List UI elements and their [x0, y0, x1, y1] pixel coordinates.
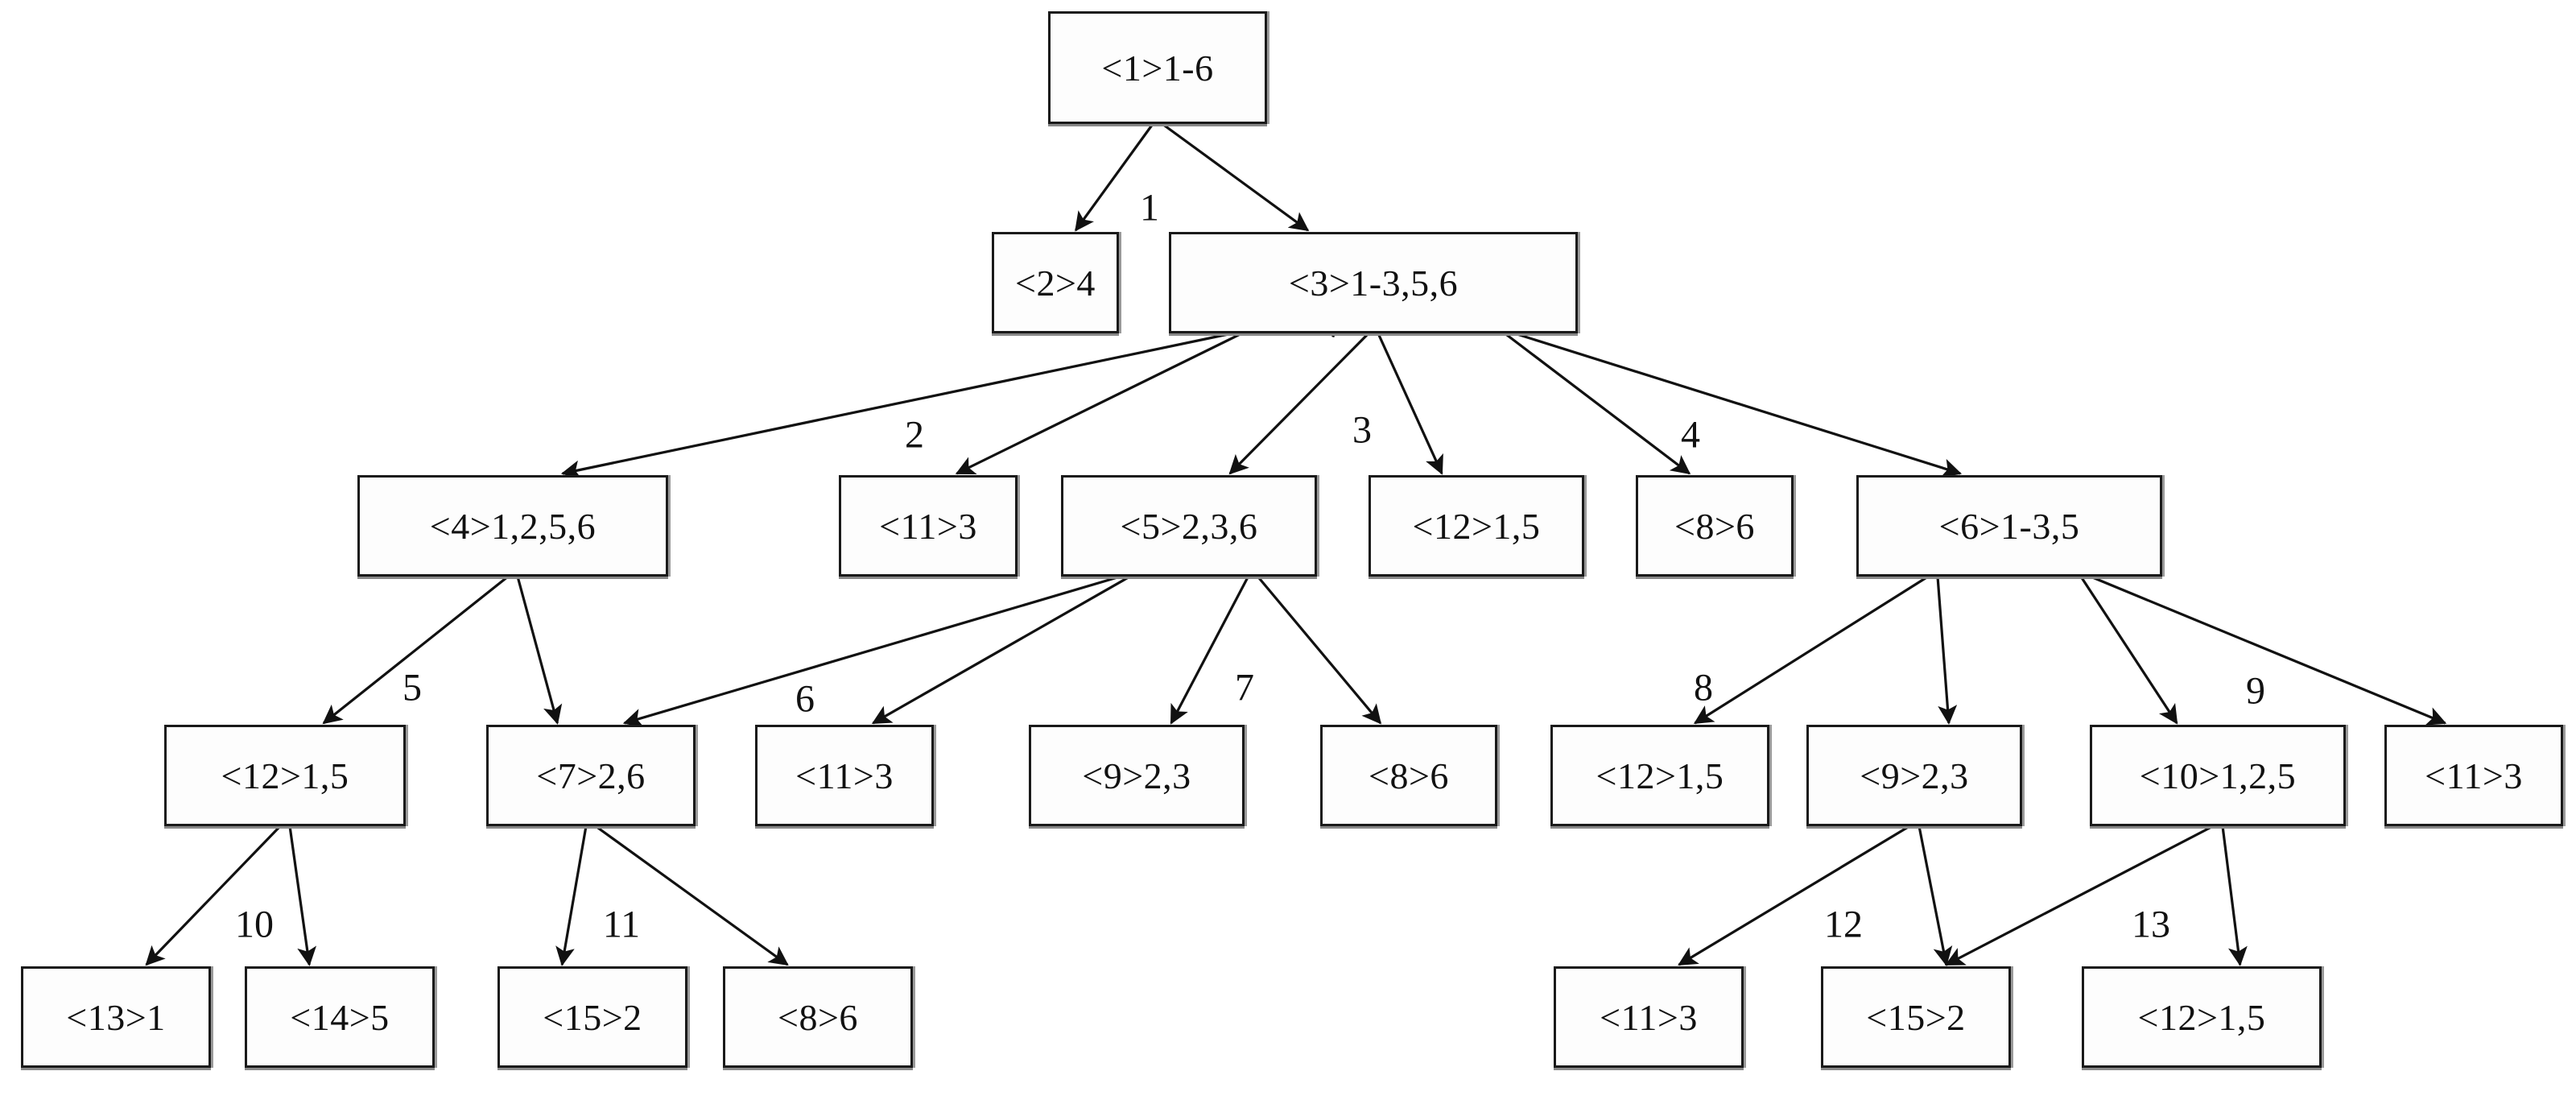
- tree-node[interactable]: <15>2: [497, 966, 687, 1068]
- tree-node-label: <11>3: [2425, 755, 2523, 796]
- tree-edge: [1513, 332, 1963, 478]
- edge-label: 3: [1352, 408, 1372, 452]
- tree-node[interactable]: <10>1,2,5: [2090, 725, 2346, 826]
- tree-edge: [955, 332, 1243, 475]
- edge-label: 8: [1694, 666, 1713, 709]
- tree-node[interactable]: <7>2,6: [486, 725, 696, 826]
- edge-label: 2: [905, 413, 924, 457]
- tree-node-label: <8>6: [1674, 505, 1755, 547]
- connector-arcs: [237, 97, 2239, 820]
- tree-node-label: <8>6: [1368, 755, 1449, 796]
- tree-node-label: <12>1,5: [1412, 505, 1541, 547]
- tree-node[interactable]: <14>5: [245, 966, 435, 1068]
- edge-label: 7: [1235, 666, 1254, 709]
- tree-edge: [288, 825, 317, 966]
- tree-node[interactable]: <9>2,3: [1029, 725, 1245, 826]
- tree-edge: [1678, 825, 1910, 966]
- tree-node[interactable]: <4>1,2,5,6: [357, 475, 668, 577]
- tree-edge: [322, 575, 509, 725]
- tree-node-label: <11>3: [1600, 996, 1698, 1038]
- tree-node-label: <2>4: [1015, 262, 1096, 304]
- tree-node[interactable]: <11>3: [755, 725, 934, 826]
- tree-edge: [560, 332, 1232, 480]
- tree-node-label: <15>2: [1866, 996, 1966, 1038]
- tree-node[interactable]: <9>2,3: [1806, 725, 2022, 826]
- tree-node-label: <11>3: [879, 505, 977, 547]
- tree-edge: [595, 825, 789, 966]
- tree-node-label: <12>1,5: [1596, 755, 1724, 796]
- tree-node[interactable]: <6>1-3,5: [1856, 475, 2162, 577]
- edge-label: 9: [2246, 669, 2265, 713]
- tree-node[interactable]: <8>6: [1320, 725, 1497, 826]
- tree-edge: [1945, 825, 2214, 966]
- tree-node[interactable]: <13>1: [21, 966, 211, 1068]
- tree-edge: [1504, 332, 1691, 475]
- tree-node-label: <12>1,5: [221, 755, 349, 796]
- tree-node-label: <14>5: [290, 996, 390, 1038]
- tree-edge: [1936, 576, 1958, 725]
- tree-edge: [555, 825, 588, 966]
- tree-edge: [1162, 122, 1310, 232]
- tree-edge: [871, 575, 1131, 725]
- edge-label: 6: [795, 677, 815, 721]
- tree-node-label: <8>6: [778, 996, 858, 1038]
- tree-edge: [622, 575, 1121, 728]
- tree-edge: [1693, 575, 1929, 725]
- tree-node[interactable]: <12>1,5: [164, 725, 406, 826]
- tree-node[interactable]: <12>1,5: [1368, 475, 1584, 577]
- tree-node-label: <10>1,2,5: [2139, 755, 2297, 796]
- tree-node[interactable]: <11>3: [2384, 725, 2563, 826]
- tree-edge: [2079, 576, 2178, 725]
- tree-edge: [1257, 575, 1382, 725]
- tree-edge: [2221, 825, 2248, 966]
- edge-label: 12: [1824, 903, 1863, 946]
- tree-node[interactable]: <11>3: [839, 475, 1018, 577]
- tree-node-label: <3>1-3,5,6: [1288, 262, 1459, 304]
- tree-node-label: <5>2,3,6: [1120, 505, 1258, 547]
- edge-lines: [145, 122, 2447, 966]
- tree-node[interactable]: <1>1-6: [1048, 11, 1267, 124]
- tree-node[interactable]: <5>2,3,6: [1061, 475, 1317, 577]
- tree-edge: [145, 825, 282, 966]
- tree-node[interactable]: <8>6: [723, 966, 913, 1068]
- tree-node-label: <12>1,5: [2137, 996, 2266, 1038]
- tree-node-label: <6>1-3,5: [1938, 505, 2080, 547]
- tree-node-label: <7>2,6: [536, 755, 646, 796]
- tree-edge: [516, 576, 563, 725]
- tree-node-label: <13>1: [66, 996, 166, 1038]
- tree-edge: [1074, 123, 1154, 232]
- edge-label: 4: [1681, 413, 1700, 457]
- tree-node[interactable]: <11>3: [1554, 966, 1744, 1068]
- tree-node-label: <4>1,2,5,6: [429, 505, 597, 547]
- tree-node[interactable]: <2>4: [992, 232, 1119, 333]
- tree-node[interactable]: <3>1-3,5,6: [1169, 232, 1578, 333]
- tree-node-label: <9>2,3: [1860, 755, 1969, 796]
- tree-node[interactable]: <12>1,5: [1550, 725, 1769, 826]
- tree-edge: [1918, 825, 1953, 966]
- tree-node-label: <11>3: [795, 755, 894, 796]
- edge-label: 5: [402, 666, 422, 709]
- edge-label: 10: [235, 903, 274, 946]
- tree-node[interactable]: <15>2: [1821, 966, 2011, 1068]
- tree-edge: [2090, 575, 2447, 726]
- edge-label: 13: [2132, 903, 2170, 946]
- tree-node-label: <1>1-6: [1101, 47, 1214, 89]
- tree-node-label: <9>2,3: [1082, 755, 1191, 796]
- tree-node-label: <15>2: [543, 996, 642, 1038]
- tree-node[interactable]: <8>6: [1636, 475, 1794, 577]
- tree-node[interactable]: <12>1,5: [2082, 966, 2322, 1068]
- tree-edge: [1377, 333, 1443, 475]
- tree-edge: [1228, 332, 1370, 475]
- edge-label: 1: [1140, 186, 1159, 230]
- tree-edge: [1170, 576, 1249, 725]
- edge-label: 11: [602, 903, 641, 946]
